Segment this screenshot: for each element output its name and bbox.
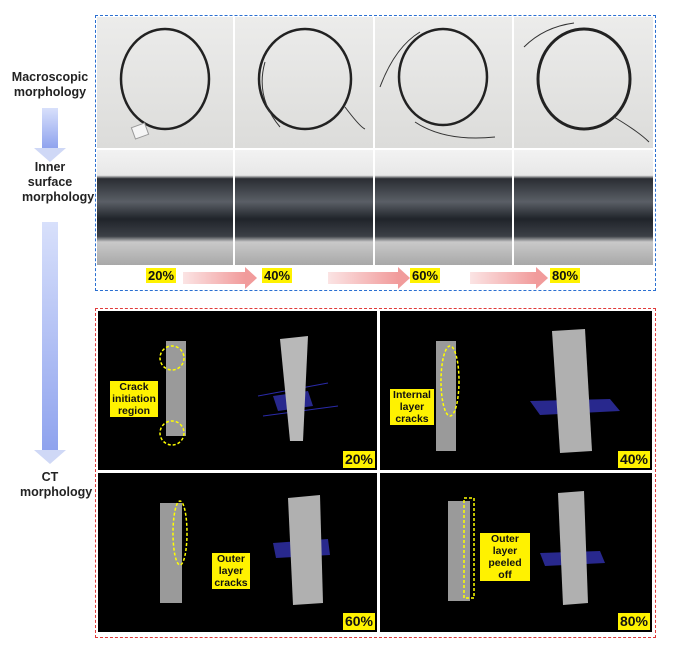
ct-panel-60: Outer layer cracks 60% bbox=[98, 473, 377, 632]
annotation-label: Outer layer peeled off bbox=[480, 533, 530, 581]
progress-arrow bbox=[328, 267, 410, 289]
strain-label-60: 60% bbox=[410, 268, 441, 283]
morphology-panel bbox=[95, 15, 656, 291]
progress-arrow bbox=[470, 267, 548, 289]
inner-surface-photo-80 bbox=[514, 150, 653, 265]
label-ct: CT morphology bbox=[20, 470, 93, 499]
ct-panel-40: Internal layer cracks 40% bbox=[380, 311, 652, 470]
inner-surface-photo-60 bbox=[375, 150, 512, 265]
ct-panel-group bbox=[95, 308, 656, 638]
down-arrow-1 bbox=[34, 108, 66, 162]
strain-label-20: 20% bbox=[146, 268, 177, 283]
ct-percent-label: 60% bbox=[342, 613, 375, 630]
down-arrow-2 bbox=[34, 222, 66, 464]
label-macroscopic: Macroscopic morphology bbox=[11, 70, 89, 99]
ct-panel-20: Crack initiation region 20% bbox=[98, 311, 377, 470]
ring-photo-20 bbox=[97, 17, 233, 148]
ct-panel-80: Outer layer peeled off 80% bbox=[380, 473, 652, 632]
progress-arrow bbox=[183, 267, 257, 289]
ct-percent-label: 80% bbox=[617, 613, 650, 630]
annotation-label: Internal layer cracks bbox=[390, 389, 434, 425]
annotation-label: Outer layer cracks bbox=[212, 553, 250, 589]
ring-photo-40 bbox=[235, 17, 373, 148]
strain-label-80: 80% bbox=[550, 268, 581, 283]
annotation-label: Crack initiation region bbox=[110, 381, 158, 417]
ring-photo-60 bbox=[375, 17, 512, 148]
label-inner-surface: Inner surface morphology bbox=[22, 160, 95, 204]
ring-photo-80 bbox=[514, 17, 653, 148]
ct-percent-label: 20% bbox=[342, 451, 375, 468]
strain-label-40: 40% bbox=[262, 268, 293, 283]
inner-surface-photo-20 bbox=[97, 150, 233, 265]
inner-surface-photo-40 bbox=[235, 150, 373, 265]
ct-percent-label: 40% bbox=[617, 451, 650, 468]
